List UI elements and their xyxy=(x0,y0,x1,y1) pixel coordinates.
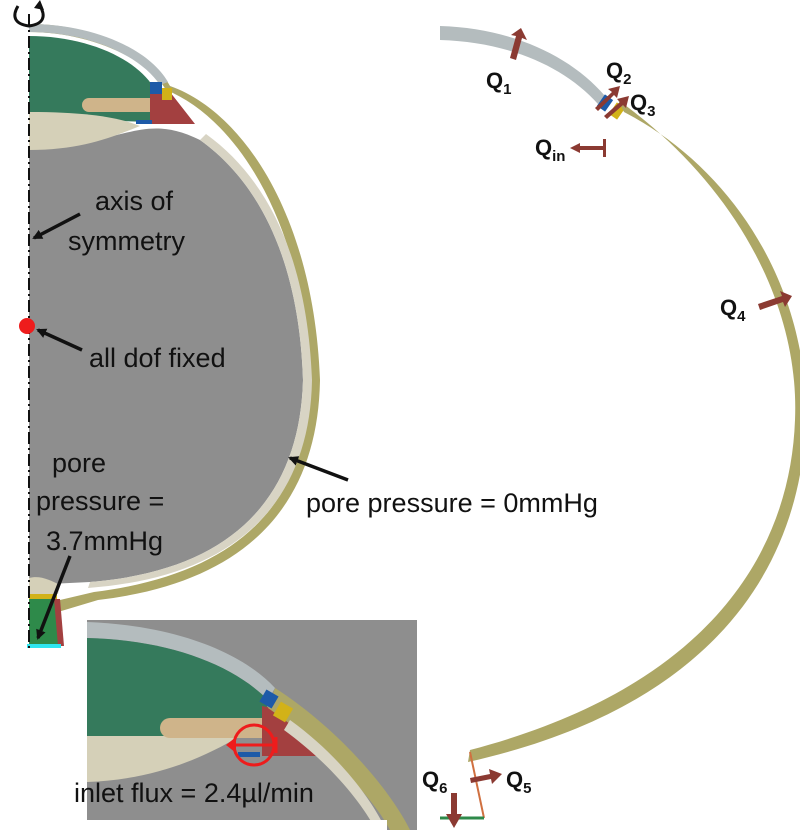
right-optic-line xyxy=(469,751,485,819)
q1-arrow xyxy=(510,28,527,60)
zoom-cornea xyxy=(87,622,275,700)
q2-label: Q2 xyxy=(606,58,631,88)
dof-label: all dof fixed xyxy=(89,343,226,373)
trabecular-blue xyxy=(136,120,152,124)
q4-arrow xyxy=(758,291,792,310)
limbus-blue xyxy=(150,82,162,94)
pore-inner-line3: 3.7mmHg xyxy=(46,526,163,556)
limbus-yellow xyxy=(162,88,172,100)
optic-region xyxy=(29,577,60,594)
q5-arrow xyxy=(470,769,502,784)
pore-inner-line2: pressure = xyxy=(36,486,164,516)
qin-label: Qin xyxy=(535,135,565,165)
right-cornea xyxy=(440,26,605,104)
q1-label: Q1 xyxy=(486,68,511,98)
vitreous xyxy=(29,128,303,586)
zoom-white-band xyxy=(87,820,387,830)
cornea xyxy=(29,24,168,85)
flux-arrows xyxy=(446,28,792,828)
right-shell xyxy=(440,26,800,820)
lens xyxy=(29,112,140,150)
zoom-iris xyxy=(160,718,280,738)
ciliary-body xyxy=(150,90,195,124)
q3-label: Q3 xyxy=(630,90,655,120)
axis-label-line1: axis of xyxy=(95,186,174,216)
fixed-point xyxy=(19,318,35,334)
zoom-retina xyxy=(284,720,386,830)
optic-yellow xyxy=(29,594,57,599)
zoom-blue xyxy=(259,689,279,709)
q4-label: Q4 xyxy=(720,295,746,325)
qin-arrow xyxy=(570,143,604,153)
zoom-trabecular xyxy=(238,752,260,757)
q6-arrow xyxy=(446,793,462,828)
q5-label: Q5 xyxy=(506,767,531,797)
pore-outer-label: pore pressure = 0mmHg xyxy=(306,488,598,518)
pore-inner-line1: pore xyxy=(52,448,106,478)
pore-inner-arrow xyxy=(36,555,72,640)
axis-label-line2: symmetry xyxy=(68,226,185,256)
iris xyxy=(82,98,164,112)
axis-arrow xyxy=(32,212,81,240)
zoom-yellow xyxy=(272,701,294,723)
q2-arrow xyxy=(595,86,620,111)
optic-nerve-red xyxy=(54,599,64,646)
zoom-lens xyxy=(87,736,240,782)
rotation-icon xyxy=(13,5,45,28)
dof-arrow xyxy=(36,328,83,352)
q6-label: Q6 xyxy=(422,767,447,797)
inlet-cyan xyxy=(27,644,61,648)
q3-arrow xyxy=(604,96,629,119)
right-sclera xyxy=(468,100,800,762)
zoom-aqueous xyxy=(87,638,268,736)
zoom-sclera xyxy=(268,688,410,830)
inlet-label: inlet flux = 2.4µl/min xyxy=(74,778,314,808)
pore-outer-arrow xyxy=(288,456,349,482)
